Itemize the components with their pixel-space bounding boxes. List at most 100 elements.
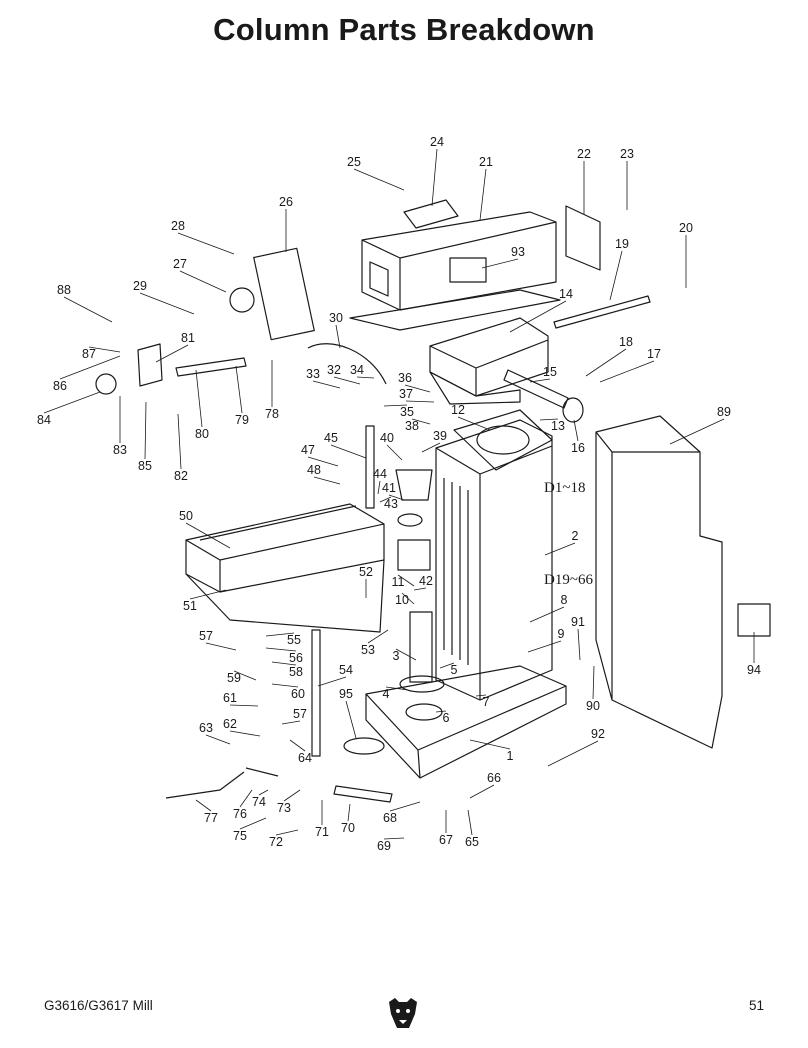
leader-line (599, 360, 655, 383)
leader-line (179, 270, 227, 293)
leader-line (404, 384, 431, 393)
leader-line (177, 232, 235, 255)
shaft-15 (503, 369, 569, 409)
leader-line (397, 574, 415, 587)
part-number-label: 56 (289, 651, 303, 665)
leader-line (265, 632, 295, 637)
part-number-label: 30 (329, 311, 343, 325)
part-number-label: 4 (383, 687, 390, 701)
cover-window (369, 261, 389, 297)
part-number-label: 67 (439, 833, 453, 847)
cable-30 (307, 343, 387, 385)
part-number-label: 66 (487, 771, 501, 785)
leader-line (411, 418, 431, 425)
part-number-label: 92 (591, 727, 605, 741)
part-number-label: 35 (400, 405, 414, 419)
part-number-label: 13 (551, 419, 565, 433)
leader-line (413, 587, 427, 591)
top-plate-12 (453, 409, 553, 471)
leader-line (330, 444, 367, 459)
leader-line (345, 700, 357, 739)
part-number-label: 94 (747, 663, 761, 677)
leader-line (367, 629, 389, 644)
leader-line (379, 496, 392, 503)
exploded-view-drawing (95, 199, 771, 803)
leader-line (388, 494, 405, 501)
part-number-label: 3 (393, 649, 400, 663)
part-number-label: 63 (199, 721, 213, 735)
leader-line (573, 419, 579, 442)
part-number-label: 64 (298, 751, 312, 765)
part-number-label: 27 (173, 257, 187, 271)
part-number-label: 10 (395, 593, 409, 607)
part-number-label: 81 (181, 331, 195, 345)
part-number-label: 89 (717, 405, 731, 419)
leader-line (547, 740, 599, 767)
leader-line (609, 250, 623, 301)
column-fins (443, 478, 469, 665)
part-number-label: 72 (269, 835, 283, 849)
part-number-label: 11 (392, 575, 405, 589)
leader-lines (43, 148, 755, 840)
leader-line (592, 665, 595, 700)
part-number-label: 87 (82, 347, 96, 361)
part-number-label: 37 (399, 387, 413, 401)
part-number-label: 29 (133, 279, 147, 293)
rack-45 (365, 425, 375, 509)
part-number-label: 74 (252, 795, 266, 809)
part-number-label: 45 (324, 431, 338, 445)
part-number-label: 86 (53, 379, 67, 393)
leader-line (205, 734, 231, 745)
part-number-label: 68 (383, 811, 397, 825)
rack-54 (311, 629, 321, 757)
gear-27 (229, 287, 255, 313)
part-number-label: 88 (57, 283, 71, 297)
leader-line (383, 404, 408, 407)
part-number-label: 17 (647, 347, 661, 361)
cover-gasket (349, 289, 561, 331)
part-number-label: 47 (301, 443, 315, 457)
part-number-label: 82 (174, 469, 188, 483)
part-number-label: 2 (572, 529, 579, 543)
part-number-label: 57 (293, 707, 307, 721)
table-slot (199, 505, 357, 541)
leader-line (527, 640, 562, 653)
group-label: D19~66 (544, 572, 593, 588)
part-number-label: 50 (179, 509, 193, 523)
leader-line (377, 480, 381, 495)
leader-line (258, 789, 269, 796)
part-number-label: 42 (419, 574, 433, 588)
cover-plate-22 (565, 205, 601, 271)
base-1 (365, 665, 567, 779)
spindle-3 (409, 611, 433, 683)
knob-16 (562, 397, 584, 423)
leader-line (283, 789, 301, 802)
leader-line (669, 418, 725, 445)
part-number-label: 16 (571, 441, 585, 455)
part-number-label: 43 (384, 497, 398, 511)
part-number-label: 15 (543, 365, 557, 379)
head-base (429, 371, 521, 405)
part-number-label: 51 (183, 599, 197, 613)
footer-model: G3616/G3617 Mill (44, 998, 153, 1013)
leader-line (239, 789, 253, 808)
part-number-label: 6 (443, 711, 450, 725)
leader-line (235, 365, 243, 414)
part-number-label: 77 (204, 811, 218, 825)
leader-line (389, 801, 421, 812)
part-number-label: 75 (233, 829, 247, 843)
part-number-label: 61 (223, 691, 237, 705)
leader-line (386, 444, 403, 461)
part-number-label: 8 (561, 593, 568, 607)
part-number-label: 36 (398, 371, 412, 385)
part-number-label: 34 (350, 363, 364, 377)
part-number-label: 60 (291, 687, 305, 701)
leader-line (335, 324, 341, 349)
cover-label (449, 257, 487, 283)
part-number-label: 20 (679, 221, 693, 235)
leader-line (585, 348, 627, 377)
leader-line (233, 670, 257, 681)
part-number-label: 23 (620, 147, 634, 161)
leader-line (469, 784, 495, 799)
leader-line (509, 300, 567, 333)
